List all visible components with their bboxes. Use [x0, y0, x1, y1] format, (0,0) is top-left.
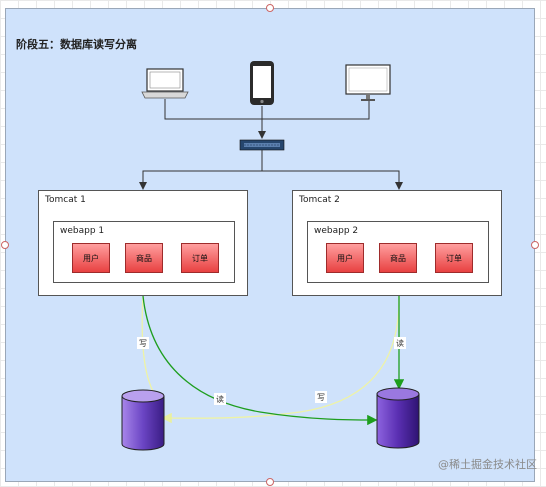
switch-connectors — [139, 150, 403, 190]
module-user[interactable]: 用户 — [326, 243, 364, 273]
module-user[interactable]: 用户 — [72, 243, 110, 273]
smartphone-icon — [250, 61, 274, 105]
read-connectors — [141, 295, 400, 424]
module-product[interactable]: 商品 — [125, 243, 163, 273]
module-order[interactable]: 订单 — [435, 243, 473, 273]
network-switch-icon — [239, 139, 285, 151]
resize-handle-bottom[interactable] — [266, 478, 274, 486]
database-icon-slave — [376, 387, 420, 449]
watermark-text: @稀土掘金技术社区 — [438, 458, 537, 471]
edge-label-read-1: 读 — [394, 337, 406, 349]
module-product[interactable]: 商品 — [379, 243, 417, 273]
client-connectors — [164, 99, 370, 139]
resize-handle-left[interactable] — [1, 241, 9, 249]
laptop-icon — [141, 68, 189, 99]
webapp-1[interactable]: webapp 1 用户 商品 订单 — [53, 221, 235, 283]
resize-handle-top[interactable] — [266, 4, 274, 12]
webapp-2-label: webapp 2 — [314, 226, 359, 236]
edge-label-write-1: 写 — [137, 337, 149, 349]
tomcat-2-label: Tomcat 2 — [299, 195, 340, 205]
tomcat-server-2[interactable]: Tomcat 2 webapp 2 用户 商品 订单 — [292, 190, 502, 296]
svg-text:写: 写 — [317, 393, 325, 402]
edge-label-read-2: 读 — [214, 393, 226, 405]
database-icon-master — [121, 389, 165, 451]
webapp-1-label: webapp 1 — [60, 226, 105, 236]
monitor-icon — [345, 64, 391, 101]
tomcat-server-1[interactable]: Tomcat 1 webapp 1 用户 商品 订单 — [38, 190, 248, 296]
module-order[interactable]: 订单 — [181, 243, 219, 273]
svg-text:写: 写 — [139, 339, 147, 348]
resize-handle-right[interactable] — [531, 241, 539, 249]
edge-label-write-2: 写 — [315, 391, 327, 403]
tomcat-1-label: Tomcat 1 — [45, 195, 86, 205]
diagram-title: 阶段五：数据库读写分离 — [16, 38, 137, 51]
webapp-2[interactable]: webapp 2 用户 商品 订单 — [307, 221, 489, 283]
svg-text:读: 读 — [396, 338, 404, 348]
svg-text:读: 读 — [216, 394, 224, 404]
write-connectors — [142, 295, 405, 426]
